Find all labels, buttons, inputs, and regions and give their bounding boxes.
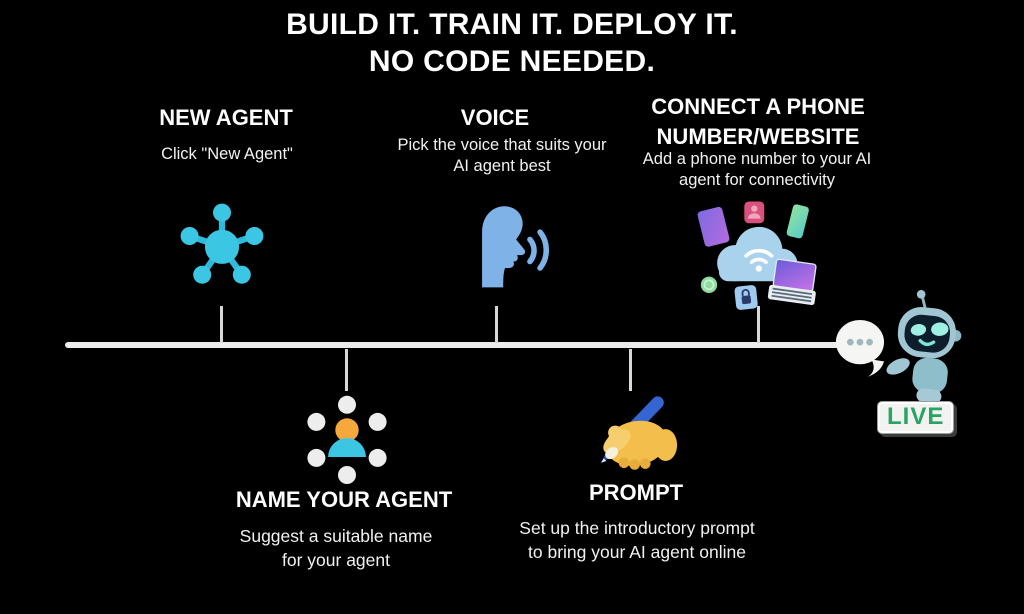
speaking-head-icon [460, 199, 552, 296]
step-heading-name-agent: NAME YOUR AGENT [235, 487, 453, 512]
timeline-tick-voice [495, 306, 498, 343]
step-desc-connect: Add a phone number to your AI agent for … [642, 150, 872, 189]
writing-hand-icon [573, 392, 691, 481]
step-desc-voice: Pick the voice that suits your AI agent … [397, 136, 607, 175]
timeline-bar [65, 342, 847, 348]
step-desc-name-agent: Suggest a suitable name for your agent [239, 526, 433, 570]
page-title-line1: BUILD IT. TRAIN IT. DEPLOY IT. [286, 8, 738, 41]
step-heading-prompt: PROMPT [588, 480, 684, 505]
page-title: BUILD IT. TRAIN IT. DEPLOY IT. NO CODE N… [0, 6, 1024, 80]
molecule-network-icon [177, 197, 267, 298]
speech-bubble-icon [835, 320, 885, 377]
step-heading-voice: VOICE [460, 105, 530, 130]
cloud-devices-icon [687, 196, 827, 317]
timeline-tick-connect [757, 306, 760, 343]
timeline-tick-prompt [629, 349, 632, 391]
step-heading-connect: CONNECT A PHONE NUMBER/WEBSITE [651, 94, 865, 149]
person-network-icon [302, 391, 392, 492]
live-badge: LIVE [877, 401, 955, 434]
step-desc-prompt: Set up the introductory prompt to bring … [519, 518, 755, 562]
live-badge-label: LIVE [887, 403, 945, 430]
timeline-tick-name-agent [345, 349, 348, 391]
timeline-tick-new-agent [220, 306, 223, 343]
step-desc-new-agent: Click "New Agent" [161, 145, 293, 163]
page-title-line2: NO CODE NEEDED. [368, 45, 656, 78]
robot-mascot [833, 287, 963, 410]
step-heading-new-agent: NEW AGENT [159, 105, 293, 130]
